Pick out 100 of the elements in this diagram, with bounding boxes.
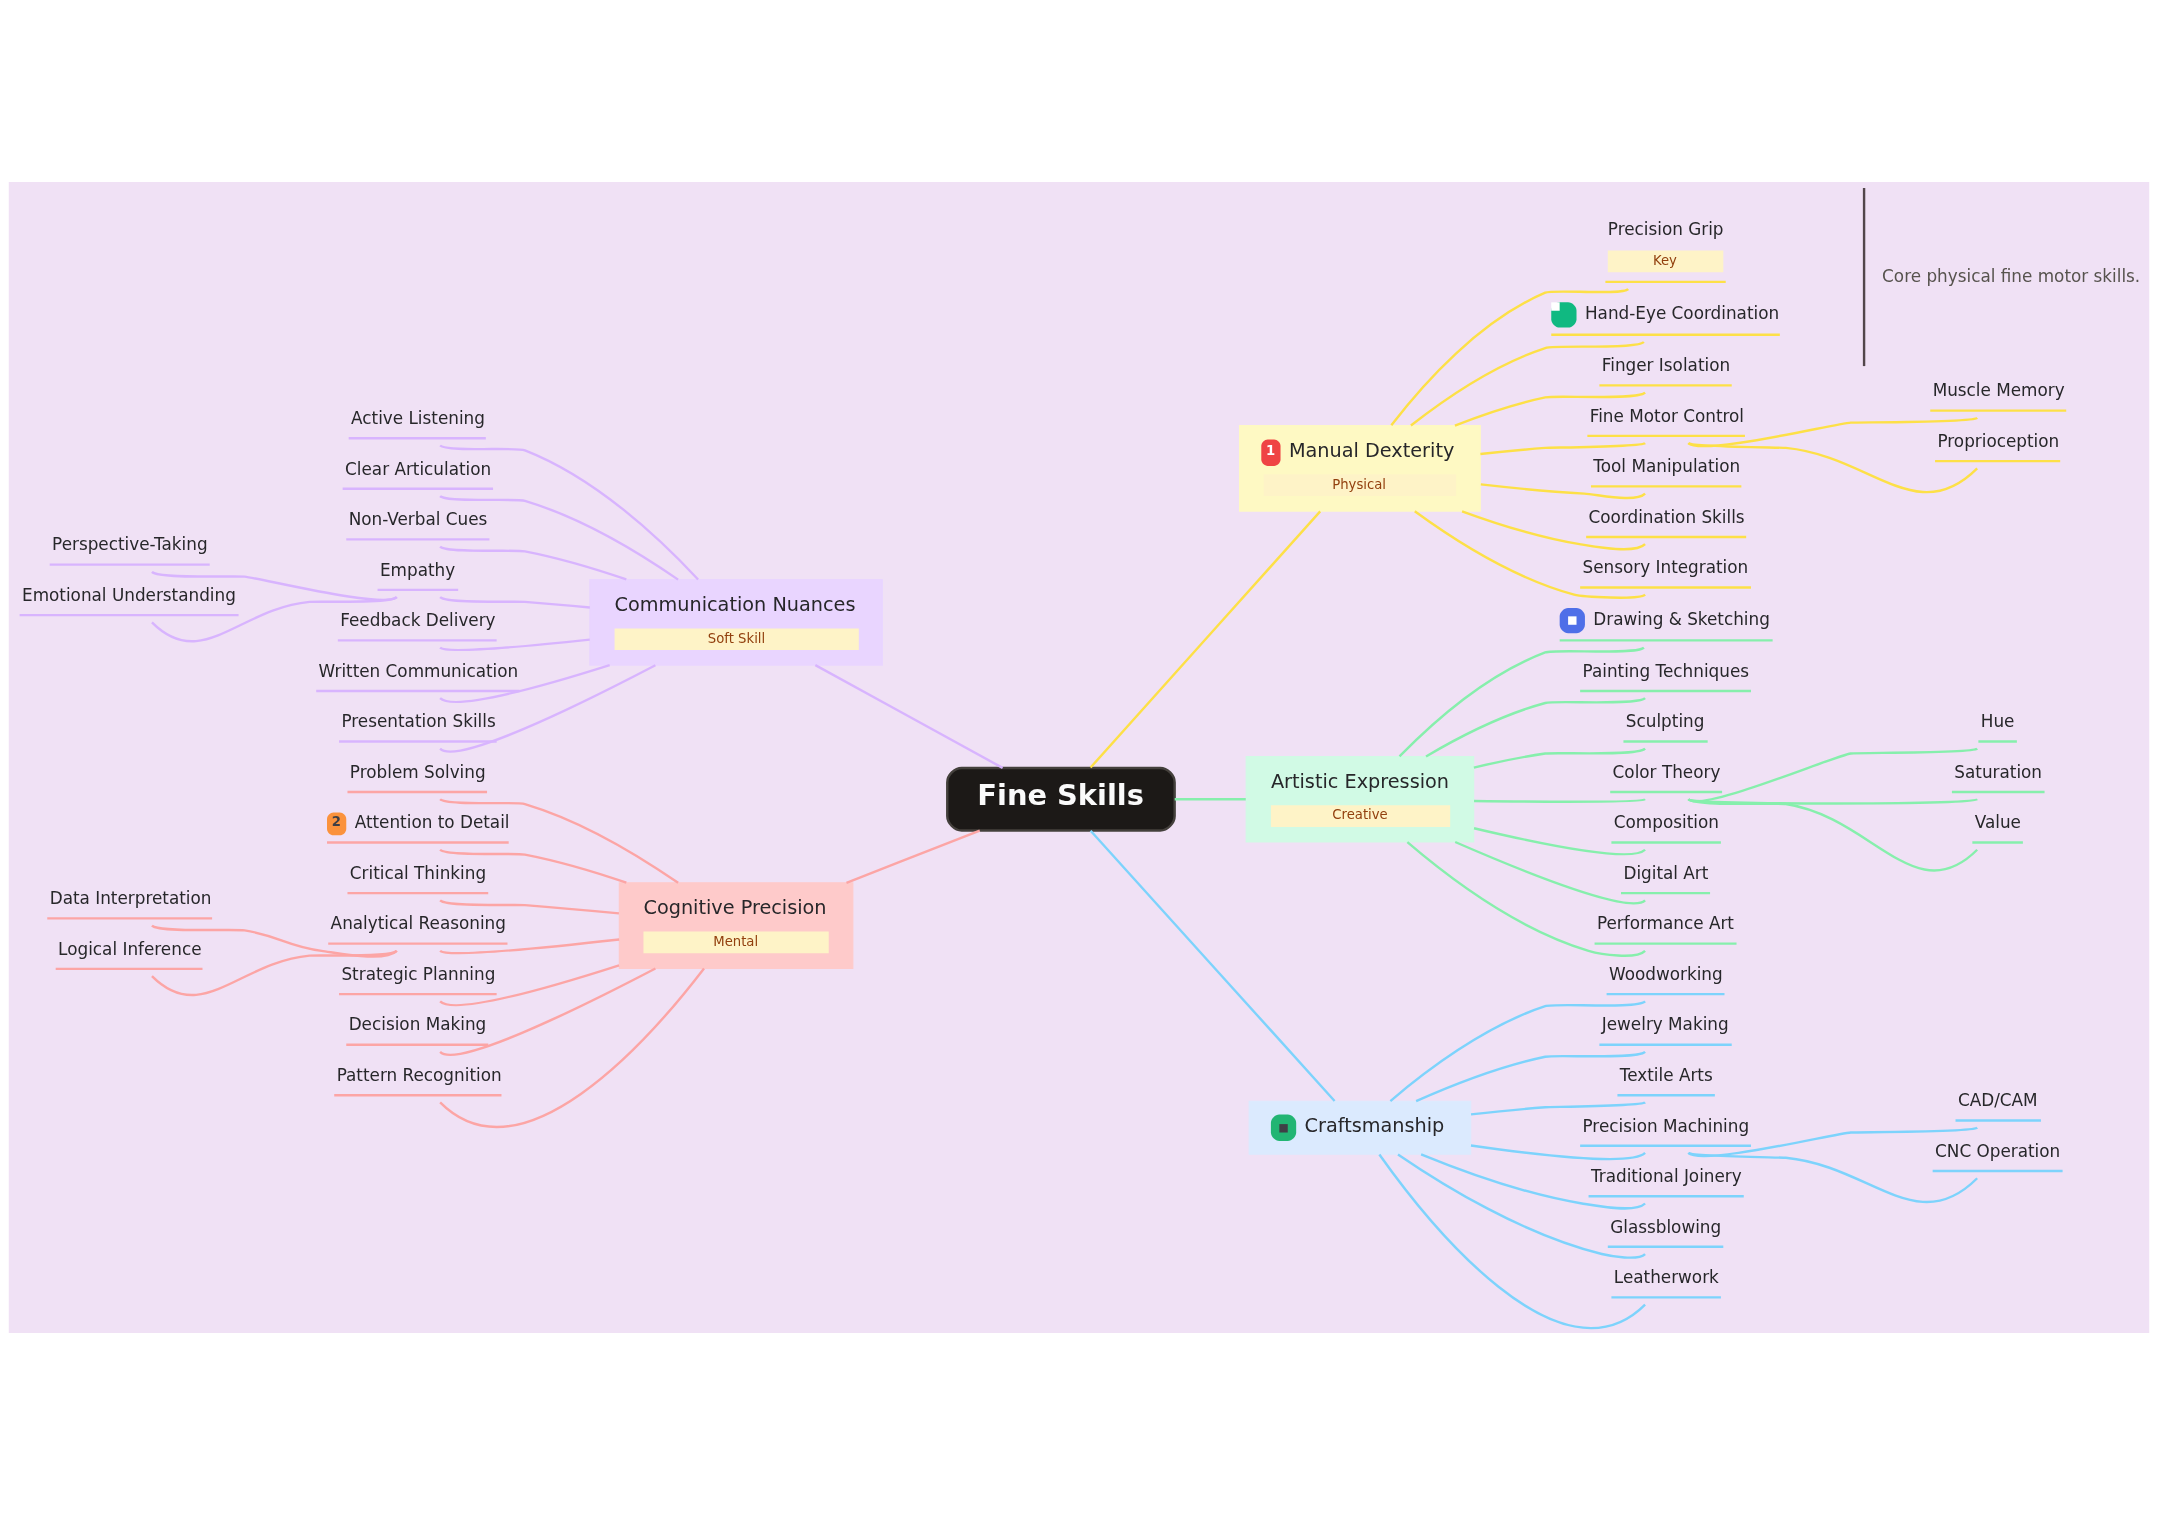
connector xyxy=(1454,391,1646,427)
connector xyxy=(1406,841,1646,957)
connector xyxy=(151,949,398,997)
connector xyxy=(1454,840,1646,905)
node-box xyxy=(1621,891,1711,895)
node-label: Logical Inference xyxy=(58,938,202,959)
node-label: Traditional Joinery xyxy=(1590,1166,1742,1187)
connector xyxy=(1389,1000,1646,1102)
node-box xyxy=(1588,1195,1744,1198)
node-label: Muscle Memory xyxy=(1932,380,2065,401)
node-box xyxy=(1610,790,1723,794)
connector xyxy=(1688,441,1978,493)
connector xyxy=(439,938,620,955)
node-box xyxy=(47,917,213,920)
connector xyxy=(439,899,619,915)
connector xyxy=(1474,798,1646,803)
node-box xyxy=(49,563,210,566)
node-box: Cognitive Precision Mental xyxy=(618,882,854,969)
node-label: Saturation xyxy=(1954,761,2043,782)
node-box xyxy=(1607,1245,1724,1248)
node-box: Artistic Expression Creative xyxy=(1245,755,1475,843)
connector xyxy=(1480,483,1646,500)
connector xyxy=(439,967,656,1056)
node-label: Pattern Recognition xyxy=(336,1065,502,1086)
node-label: Digital Art xyxy=(1623,862,1709,883)
node-box xyxy=(346,538,490,541)
node-label: Problem Solving xyxy=(349,761,486,782)
connector xyxy=(151,924,398,958)
node-box xyxy=(55,967,203,971)
node-label: Finger Isolation xyxy=(1601,355,1731,376)
node-box xyxy=(1972,841,2023,844)
node-label: Hue xyxy=(1980,711,2015,732)
node-label: Fine Motor Control xyxy=(1589,405,1745,426)
node-label: Sensory Integration xyxy=(1582,557,1749,578)
node-label: Sculpting xyxy=(1625,711,1705,732)
node-label: Coordination Skills xyxy=(1588,506,1745,527)
node-box: Communication Nuances Soft Skill xyxy=(589,579,883,666)
connector xyxy=(1473,827,1646,856)
node-box xyxy=(1930,409,2067,412)
node-label: Jewelry Making xyxy=(1601,1014,1729,1035)
node-label: Precision Grip xyxy=(1607,219,1724,240)
node-label: Critical Thinking xyxy=(349,862,487,883)
node-label: Composition xyxy=(1613,812,1719,833)
node-label: Strategic Planning xyxy=(341,963,496,984)
connector xyxy=(1089,510,1322,769)
node-box xyxy=(316,689,520,693)
connector xyxy=(1688,1151,1978,1203)
node-box xyxy=(19,613,239,617)
connector xyxy=(1397,1153,1646,1259)
connector xyxy=(439,848,627,884)
node-label: Perspective-Taking xyxy=(52,534,208,555)
node-box xyxy=(1580,1144,1751,1147)
node-label: Glassblowing xyxy=(1610,1216,1722,1237)
connector xyxy=(439,596,590,609)
node-box xyxy=(1978,740,2017,743)
node-box xyxy=(1623,740,1708,743)
connector xyxy=(439,967,705,1128)
connector xyxy=(1390,288,1629,426)
node-box xyxy=(1606,992,1725,996)
connector xyxy=(1378,1153,1646,1329)
node-box xyxy=(339,740,497,743)
connector xyxy=(439,664,656,753)
node-box xyxy=(328,942,508,945)
connector xyxy=(439,444,699,581)
connector xyxy=(846,829,981,884)
connector xyxy=(1470,1101,1646,1116)
node-label: Performance Art xyxy=(1596,913,1734,934)
node-label: Woodworking xyxy=(1609,963,1723,984)
node-box xyxy=(1935,459,2061,463)
node-box xyxy=(347,891,489,895)
node-box xyxy=(347,790,488,794)
node-box xyxy=(1611,1296,1721,1299)
node-label: Color Theory xyxy=(1612,761,1721,782)
connector xyxy=(439,798,679,884)
node-label: Textile Arts xyxy=(1619,1065,1713,1086)
node-box xyxy=(334,1094,502,1097)
connector xyxy=(1174,798,1246,801)
connector xyxy=(1089,829,1336,1102)
node-box xyxy=(1580,586,1751,589)
node-box: Fine Skills xyxy=(946,766,1176,832)
node-label: Written Communication xyxy=(318,660,519,681)
node-label: Value xyxy=(1974,812,2021,833)
node-box xyxy=(377,588,459,592)
node-label: Presentation Skills xyxy=(341,711,496,732)
connector xyxy=(1480,441,1646,456)
connector xyxy=(439,494,679,581)
node-label: Data Interpretation xyxy=(49,888,212,909)
connector xyxy=(439,964,620,1007)
node-box xyxy=(1611,841,1721,844)
connector xyxy=(439,638,590,652)
node-label: Non-Verbal Cues xyxy=(348,509,488,530)
node-box xyxy=(1599,1043,1732,1046)
node-box xyxy=(339,992,497,996)
connector xyxy=(1687,416,1978,448)
node-box xyxy=(337,639,497,642)
node-label: Tool Manipulation xyxy=(1593,456,1741,477)
connector xyxy=(151,596,398,643)
connector xyxy=(1415,1050,1646,1103)
node-box xyxy=(1599,384,1732,387)
node-label: CNC Operation xyxy=(1935,1140,2061,1161)
